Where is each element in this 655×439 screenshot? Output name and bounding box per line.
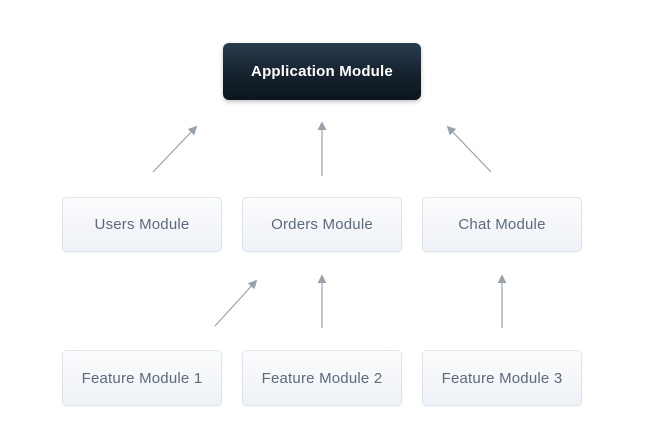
- node-feature-module-2-label: Feature Module 2: [261, 369, 383, 387]
- arrow-feature1-to-orders: [214, 279, 258, 327]
- node-application-module[interactable]: Application Module: [223, 43, 421, 100]
- node-feature-module-1[interactable]: Feature Module 1: [62, 350, 222, 406]
- node-application-module-label: Application Module: [251, 63, 393, 80]
- node-feature-module-1-label: Feature Module 1: [81, 369, 203, 387]
- node-feature-module-2[interactable]: Feature Module 2: [242, 350, 402, 406]
- node-feature-module-3-label: Feature Module 3: [441, 369, 563, 387]
- node-users-module[interactable]: Users Module: [62, 197, 222, 252]
- node-orders-module[interactable]: Orders Module: [242, 197, 402, 252]
- node-chat-module-label: Chat Module: [458, 216, 546, 233]
- node-feature-module-3[interactable]: Feature Module 3: [422, 350, 582, 406]
- node-users-module-label: Users Module: [94, 216, 190, 233]
- node-orders-module-label: Orders Module: [271, 216, 373, 233]
- arrow-users-to-application: [152, 125, 198, 173]
- arrow-chat-to-application: [446, 125, 492, 173]
- node-chat-module[interactable]: Chat Module: [422, 197, 582, 252]
